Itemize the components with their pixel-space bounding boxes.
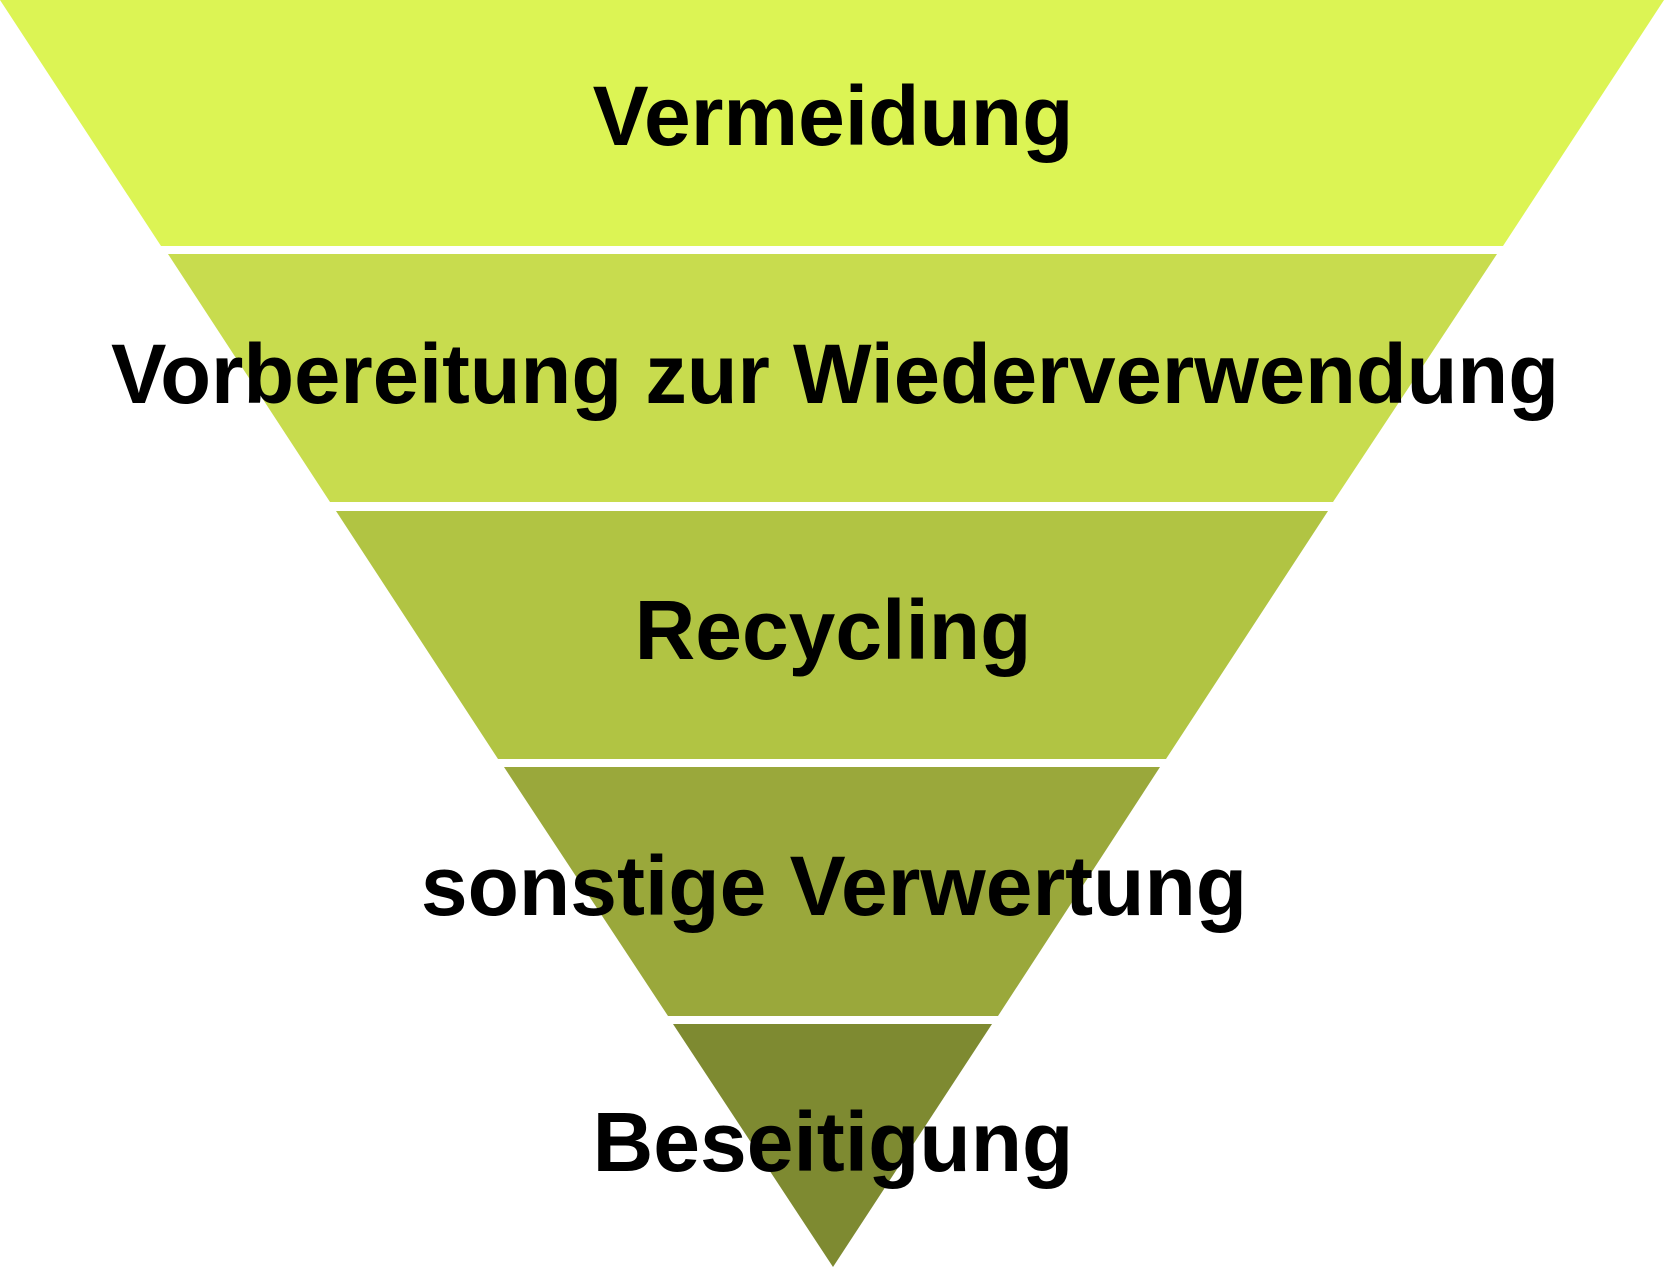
level-2-label: Vorbereitung zur Wiederverwendung [111, 327, 1559, 421]
level-1-band [0, 0, 1664, 246]
level-4-label: sonstige Verwertung [421, 839, 1247, 933]
level-5-band [673, 1024, 992, 1267]
level-3-label: Recycling [635, 583, 1032, 677]
level-5-label: Beseitigung [593, 1095, 1074, 1189]
level-1-label: Vermeidung [593, 69, 1074, 163]
level-4-band [504, 767, 1160, 1016]
level-2-band [168, 254, 1497, 502]
level-3-band [336, 511, 1328, 759]
